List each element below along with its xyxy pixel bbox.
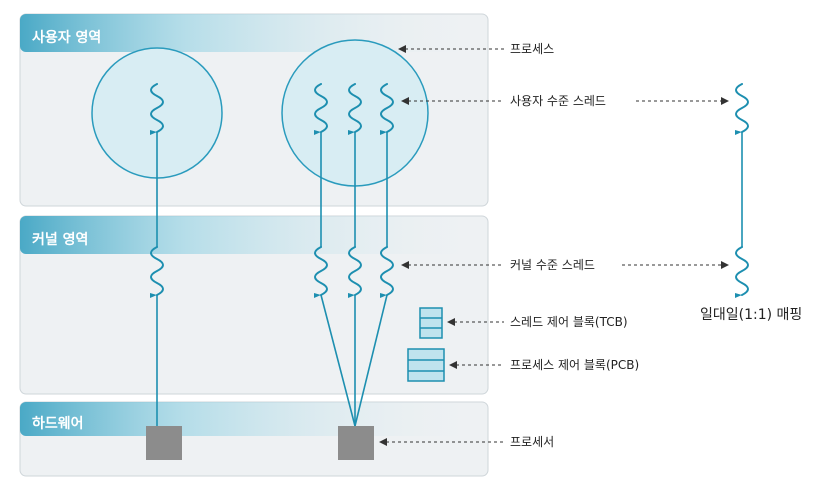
- mapping-kernel-thread: [735, 246, 749, 296]
- processor-label: 프로세서: [510, 435, 554, 449]
- user-thread-1: [150, 83, 164, 133]
- process-label: 프로세스: [510, 42, 554, 56]
- kernel-thread-4: [380, 246, 394, 296]
- pcb-block: [407, 348, 445, 382]
- thread-tick: [348, 130, 355, 135]
- thread-tick: [735, 130, 742, 135]
- thread-tick: [348, 293, 355, 298]
- kernel-thread-1: [150, 246, 164, 296]
- user-thread-label: 사용자 수준 스레드: [510, 94, 606, 108]
- kernel-thread-label: 커널 수준 스레드: [510, 258, 595, 272]
- kernel-region-title: 커널 영역: [32, 231, 88, 248]
- processor-block-1: [146, 426, 182, 460]
- hardware-region: 하드웨어: [19, 401, 489, 477]
- user-thread-4: [380, 83, 394, 133]
- thread-tick: [735, 293, 742, 298]
- kernel-thread-3: [348, 246, 362, 296]
- kernel-region: 커널 영역: [19, 215, 489, 395]
- pcb-label: 프로세스 제어 블록(PCB): [510, 358, 639, 372]
- thread-tick: [150, 130, 157, 135]
- mapping-user-thread: [735, 83, 749, 133]
- processor-block-2: [338, 426, 374, 460]
- thread-tick: [150, 293, 157, 298]
- user-region-title: 사용자 영역: [32, 29, 101, 46]
- mapping-label: 일대일(1:1) 매핑: [700, 307, 802, 323]
- tcb-block: [419, 307, 443, 339]
- thread-tick: [380, 293, 387, 298]
- hardware-region-title: 하드웨어: [32, 415, 84, 432]
- thread-connections: [156, 132, 743, 427]
- user-thread-2: [314, 83, 328, 133]
- kernel-to-cpu-line-1: [320, 294, 356, 427]
- thread-tick: [314, 293, 321, 298]
- user-thread-3: [348, 83, 362, 133]
- thread-tick: [314, 130, 321, 135]
- kernel-to-cpu-line-3: [354, 294, 388, 427]
- thread-tick: [380, 130, 387, 135]
- kernel-thread-2: [314, 246, 328, 296]
- tcb-label: 스레드 제어 블록(TCB): [510, 315, 628, 329]
